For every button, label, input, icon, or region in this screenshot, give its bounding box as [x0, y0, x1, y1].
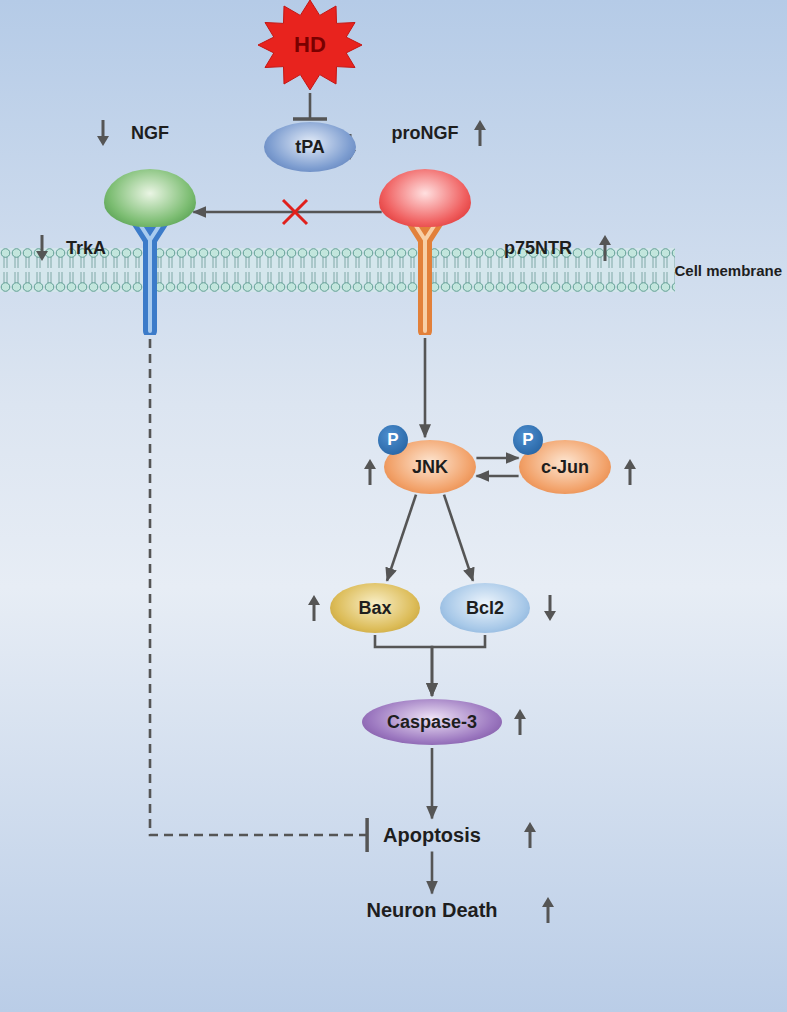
connector-arrow [431, 748, 434, 819]
receptor-outer [393, 190, 457, 331]
node-label: Apoptosis [383, 824, 481, 847]
node-label: Bax [358, 598, 391, 619]
phospho-circle: P [378, 425, 408, 455]
enzyme-ellipse: tPA [264, 122, 356, 172]
node-label: NGF [131, 123, 169, 144]
connector-arrow [431, 852, 434, 894]
change-arrows [36, 120, 636, 923]
connector-arrow [424, 338, 427, 437]
receptor-inner [118, 190, 182, 331]
stimulus-star: HD [258, 0, 362, 90]
star-outline [258, 0, 362, 90]
node-label: tPA [295, 137, 325, 158]
node-label: c-Jun [541, 457, 589, 478]
enzyme-ellipse: Caspase-3 [362, 699, 502, 745]
protein-ellipse: Bcl2 [440, 583, 530, 633]
node-label: Bcl2 [466, 598, 504, 619]
connector-arrow [193, 211, 381, 214]
connector-arrow [309, 93, 312, 119]
node-label: proNGF [392, 123, 459, 144]
connector-arrow [432, 635, 485, 696]
connector-arrow [444, 495, 473, 581]
outcome-text: Apoptosis [379, 822, 485, 849]
node-label: p75NTR [504, 238, 572, 259]
connector-arrow [387, 495, 416, 581]
ligand-blob: NGF [104, 169, 196, 227]
node-label: JNK [412, 457, 448, 478]
inhibition-line [150, 339, 367, 835]
node-label: Neuron Death [366, 899, 497, 922]
node-label: TrkA [66, 238, 106, 259]
connector-arrow [476, 475, 518, 478]
receptor-outer [118, 190, 182, 331]
protein-ellipse: Bax [330, 583, 420, 633]
outcome-text: Neuron Death [362, 897, 501, 924]
node-label: HD [294, 32, 326, 57]
node-label: Caspase-3 [387, 712, 477, 733]
receptor-inner [393, 190, 457, 331]
block-cross [283, 200, 307, 224]
ligand-blob: proNGF [379, 169, 471, 227]
connector-arrow [476, 457, 518, 460]
connector-arrow [375, 635, 432, 696]
membrane-label: Cell membrane [674, 262, 782, 279]
phospho-circle: P [513, 425, 543, 455]
